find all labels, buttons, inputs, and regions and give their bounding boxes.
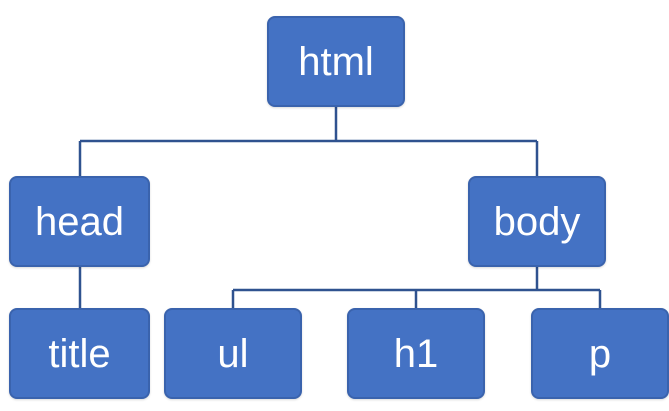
node-p: p: [531, 308, 669, 399]
node-ul: ul: [164, 308, 302, 399]
node-p-label: p: [588, 331, 612, 376]
node-ul-label: ul: [217, 331, 249, 376]
node-h1-label: h1: [393, 331, 439, 376]
node-title-label: title: [48, 331, 111, 376]
node-body: body: [468, 176, 606, 267]
node-body-label: body: [493, 199, 581, 244]
node-h1: h1: [347, 308, 485, 399]
node-html: html: [267, 16, 405, 107]
node-head: head: [9, 176, 150, 267]
node-title: title: [9, 308, 150, 399]
node-html-label: html: [298, 39, 374, 84]
node-head-label: head: [35, 199, 124, 244]
